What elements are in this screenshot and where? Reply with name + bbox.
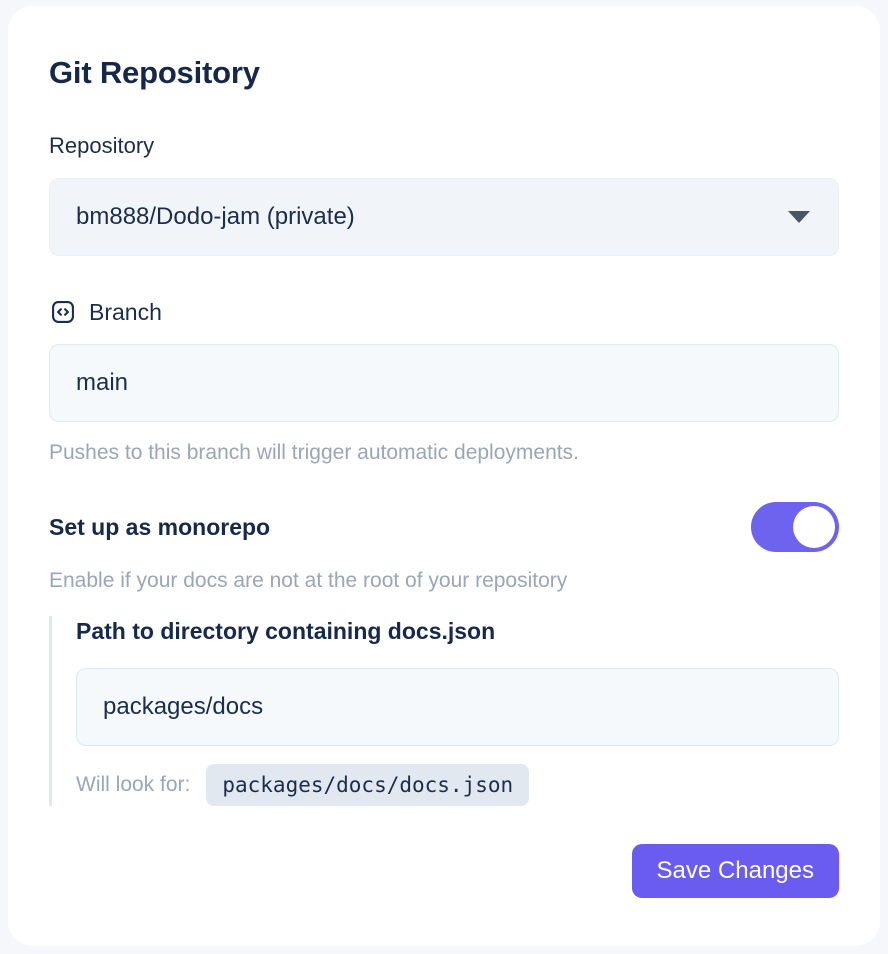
monorepo-toggle[interactable] bbox=[751, 502, 839, 552]
branch-label: Branch bbox=[89, 299, 162, 325]
monorepo-label: Set up as monorepo bbox=[49, 514, 271, 540]
lookup-label: Will look for: bbox=[76, 773, 191, 796]
save-changes-button[interactable]: Save Changes bbox=[631, 844, 839, 898]
repository-select[interactable]: bm888/Dodo-jam (private) bbox=[49, 178, 839, 256]
docs-path-input[interactable] bbox=[76, 668, 839, 746]
branch-input[interactable] bbox=[49, 344, 839, 422]
branch-label-row: Branch bbox=[49, 296, 839, 328]
lookup-row: Will look for: packages/docs/docs.json bbox=[76, 764, 839, 806]
git-repository-settings-card: Git Repository Repository bm888/Dodo-jam… bbox=[8, 6, 880, 946]
monorepo-toggle-row: Set up as monorepo bbox=[49, 502, 839, 552]
page-title: Git Repository bbox=[49, 55, 260, 90]
lookup-path-chip: packages/docs/docs.json bbox=[206, 764, 530, 806]
footer-actions: Save Changes bbox=[49, 844, 839, 898]
docs-path-label: Path to directory containing docs.json bbox=[76, 618, 496, 644]
caret-down-icon bbox=[788, 211, 810, 223]
repository-label: Repository bbox=[49, 133, 155, 158]
toggle-knob bbox=[793, 506, 835, 548]
monorepo-helper-text: Enable if your docs are not at the root … bbox=[49, 569, 568, 592]
branch-helper-text: Pushes to this branch will trigger autom… bbox=[49, 441, 579, 464]
code-brackets-icon bbox=[49, 298, 77, 326]
repository-selected-value: bm888/Dodo-jam (private) bbox=[76, 203, 355, 230]
monorepo-path-section: Path to directory containing docs.json W… bbox=[49, 616, 839, 806]
